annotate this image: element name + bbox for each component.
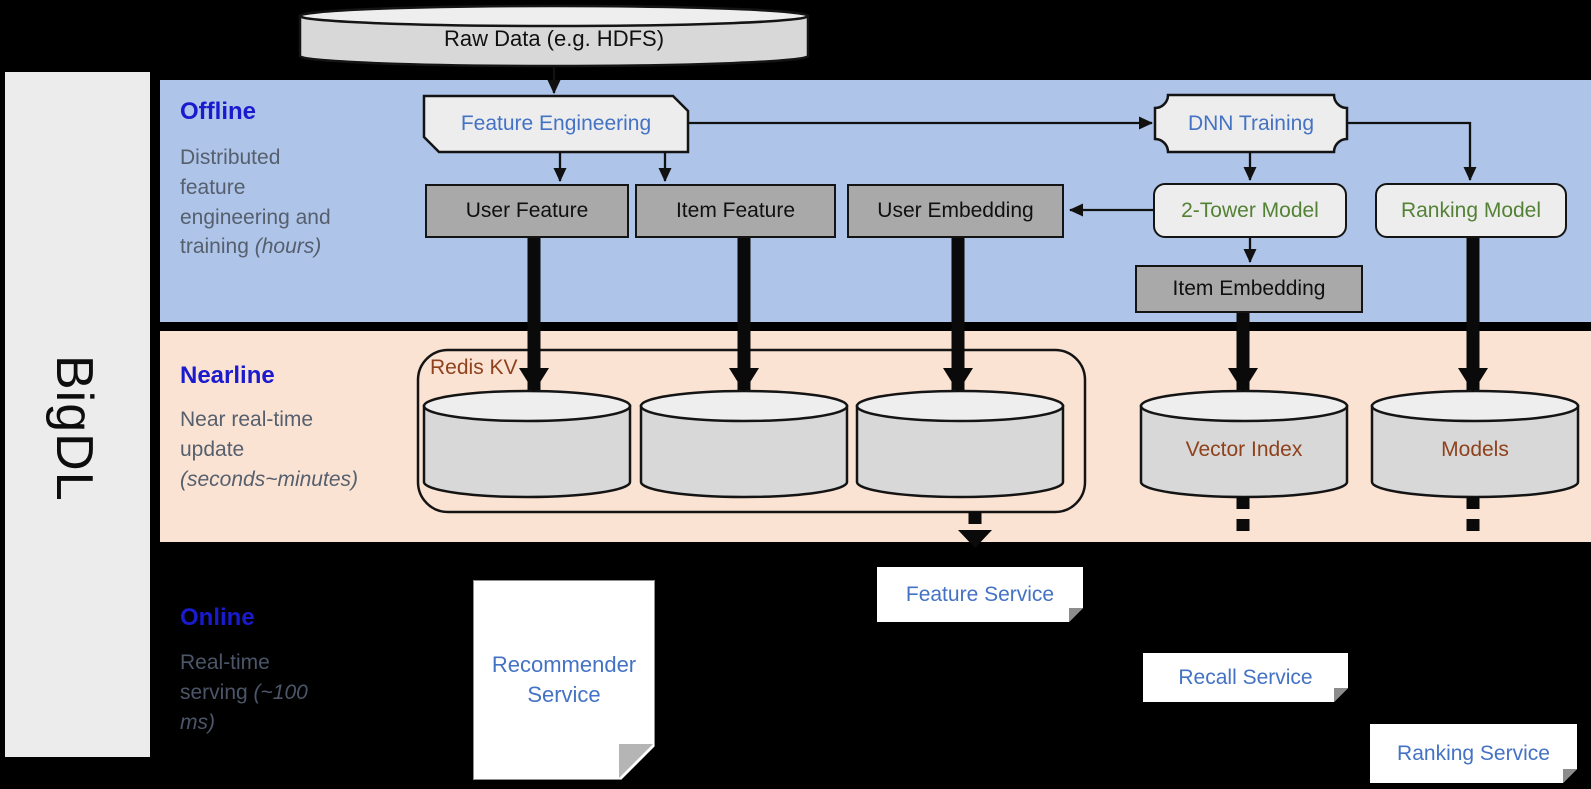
online-lane-subtitle: Real-time serving (~100 ms) [180, 648, 310, 737]
item-feature-node: Item Feature [635, 184, 836, 238]
models-label: Models [1441, 438, 1509, 461]
raw-data-label: Raw Data (e.g. HDFS) [443, 26, 665, 51]
page-fold-icon [619, 744, 653, 778]
dnn-training-shape [1153, 93, 1349, 154]
ranking-model-node: Ranking Model [1375, 183, 1567, 238]
nearline-lane-title: Nearline [180, 362, 275, 389]
feature-engineering-shape [422, 94, 690, 154]
bigdl-sidebar [5, 72, 150, 757]
offline-subtitle-text: Distributed feature engineering and trai… [180, 146, 331, 259]
redis-cylinder-3 [855, 389, 1065, 499]
page-fold-icon [1563, 769, 1577, 783]
offline-subtitle-duration: (hours) [254, 235, 322, 259]
bigdl-logo: BigDL [45, 355, 103, 502]
online-subtitle-duration: (~100 ms) [180, 680, 308, 734]
dnn-training-node: DNN Training [1187, 111, 1315, 135]
raw-data-cylinder [298, 4, 810, 68]
online-lane-title: Online [180, 604, 255, 631]
redis-cylinder-2 [639, 389, 849, 499]
redis-kv-label: Redis KV [430, 356, 518, 379]
page-fold-icon [1069, 608, 1083, 622]
offline-lane-subtitle: Distributed feature engineering and trai… [180, 143, 348, 262]
user-feature-node: User Feature [425, 184, 629, 238]
recall-service-node: Recall Service [1143, 653, 1348, 702]
redis-cylinder-1 [422, 389, 632, 499]
two-tower-model-node: 2-Tower Model [1153, 183, 1347, 238]
user-embedding-node: User Embedding [847, 184, 1064, 238]
vector-index-cylinder [1139, 389, 1349, 499]
nearline-subtitle-text: Near real-time update [180, 408, 314, 461]
arrowhead-to-feature-service [958, 530, 992, 548]
thin-arrows [547, 66, 1477, 263]
arrow-dnn-to-ranking-model [1347, 121, 1477, 181]
item-embedding-node: Item Embedding [1135, 265, 1363, 313]
offline-lane-title: Offline [180, 98, 256, 125]
feature-service-node: Feature Service [877, 567, 1083, 622]
vector-index-label: Vector Index [1185, 438, 1303, 461]
redis-kv-container [416, 348, 1087, 514]
dashed-connectors [968, 497, 1480, 531]
nearline-subtitle-duration: (seconds~minutes) [180, 467, 358, 491]
page-fold-icon [1334, 688, 1348, 702]
feature-engineering-node: Feature Engineering [460, 112, 652, 135]
nearline-lane-subtitle: Near real-time update (seconds~minutes) [180, 405, 370, 494]
recommender-service-label: Recommender Service [491, 652, 637, 707]
ranking-service-node: Ranking Service [1370, 724, 1577, 783]
thick-arrows [519, 238, 1488, 392]
online-subtitle-text: Real-time serving [180, 651, 270, 704]
